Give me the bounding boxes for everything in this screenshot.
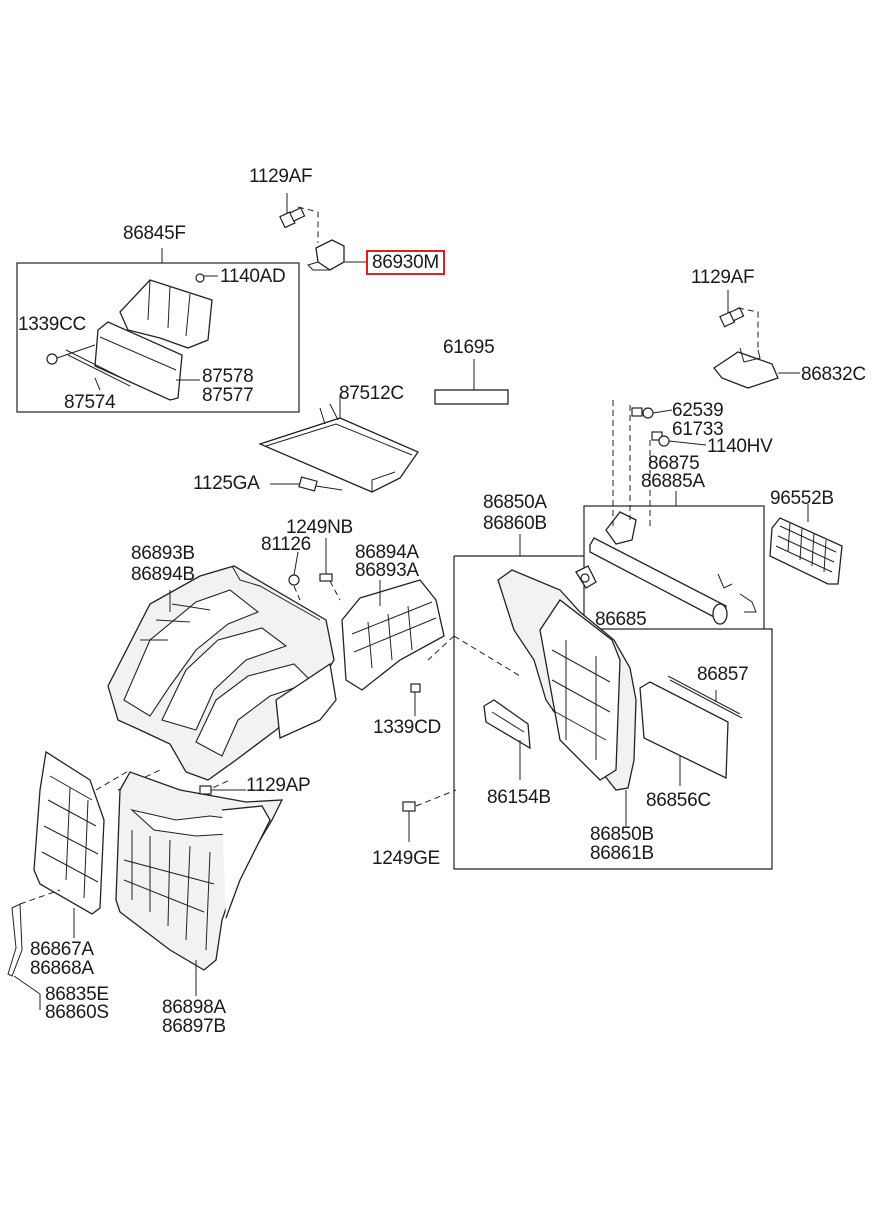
part-label-86860b[interactable]: 86860B: [483, 513, 547, 534]
guard-86867a: [33, 750, 131, 938]
part-label-81126[interactable]: 81126: [261, 534, 311, 555]
part-label-86894b[interactable]: 86894B: [131, 564, 195, 585]
wheel-house-inner-86850a: [497, 565, 637, 791]
part-label-86845f[interactable]: 86845F: [123, 223, 186, 244]
part-label-61733[interactable]: 61733: [672, 419, 724, 440]
part-label-1129ap[interactable]: 1129AP: [246, 775, 311, 796]
part-label-86154b[interactable]: 86154B: [487, 787, 551, 808]
part-label-62539[interactable]: 62539: [672, 400, 724, 421]
part-label-86894a[interactable]: 86894A: [355, 542, 419, 563]
part-label-86893a[interactable]: 86893A: [355, 560, 419, 581]
plate-86857: [639, 675, 743, 786]
part-label-96552b[interactable]: 96552B: [770, 488, 834, 509]
label-plate-61695: [434, 389, 509, 405]
assembly-box-86850a: [453, 555, 773, 870]
part-label-1140ad[interactable]: 1140AD: [220, 266, 286, 287]
part-label-1249nb[interactable]: 1249NB: [286, 517, 353, 538]
part-label-86930m-highlighted[interactable]: 86930M: [366, 250, 445, 275]
bracket-86930m: [307, 239, 366, 271]
bracket-86832c: [713, 290, 800, 389]
part-label-87574[interactable]: 87574: [64, 392, 116, 413]
part-label-86868a[interactable]: 86868A: [30, 958, 94, 979]
part-label-1249ge[interactable]: 1249GE: [372, 848, 440, 869]
bolts-62539-61733: [631, 407, 707, 447]
part-label-86850a[interactable]: 86850A: [483, 492, 547, 513]
part-label-86850b[interactable]: 86850B: [590, 824, 654, 845]
fasteners-1249nb-81126: [288, 538, 341, 601]
part-label-87577[interactable]: 87577: [202, 385, 254, 406]
strip-86835e: [7, 889, 61, 1010]
part-label-61695[interactable]: 61695: [443, 337, 495, 358]
part-label-1125ga[interactable]: 1125GA: [193, 473, 260, 494]
wheel-guard-86893b: [107, 565, 337, 801]
part-label-86832c[interactable]: 86832C: [801, 364, 866, 385]
part-label-1129af-top[interactable]: 1129AF: [249, 166, 313, 187]
wheel-guard-86898a: [115, 771, 284, 996]
part-label-86885a[interactable]: 86885A: [641, 471, 705, 492]
part-label-86860s[interactable]: 86860S: [45, 1002, 109, 1023]
part-label-87512c[interactable]: 87512C: [339, 383, 404, 404]
part-label-86856c[interactable]: 86856C: [646, 790, 711, 811]
cover-96552b: [769, 504, 843, 585]
bolt-1129af-top: [279, 193, 319, 243]
part-label-86685[interactable]: 86685: [595, 609, 647, 630]
part-label-86857[interactable]: 86857: [697, 664, 749, 685]
assembly-box-86845f: [16, 262, 300, 413]
mud-guard-86845f: [46, 273, 218, 401]
part-label-86875[interactable]: 86875: [648, 453, 700, 474]
part-label-87578[interactable]: 87578: [202, 366, 254, 387]
panel-87512c: [258, 395, 419, 493]
part-label-86861b[interactable]: 86861B: [590, 843, 654, 864]
part-label-86835e[interactable]: 86835E: [45, 984, 109, 1005]
panel-86894a: [341, 579, 445, 716]
part-label-86867a[interactable]: 86867A: [30, 939, 94, 960]
part-label-1129af-right[interactable]: 1129AF: [691, 267, 755, 288]
part-label-1339cd[interactable]: 1339CD: [373, 717, 441, 738]
part-label-1140hv[interactable]: 1140HV: [707, 436, 773, 457]
rail-86885a: [589, 400, 757, 625]
part-label-86898a[interactable]: 86898A: [162, 997, 226, 1018]
part-label-1339cc[interactable]: 1339CC: [18, 314, 86, 335]
bolt-1249ge: [402, 789, 627, 842]
bracket-86154b: [483, 699, 531, 780]
part-label-86897b[interactable]: 86897B: [162, 1016, 226, 1037]
part-label-86893b[interactable]: 86893B: [131, 543, 195, 564]
